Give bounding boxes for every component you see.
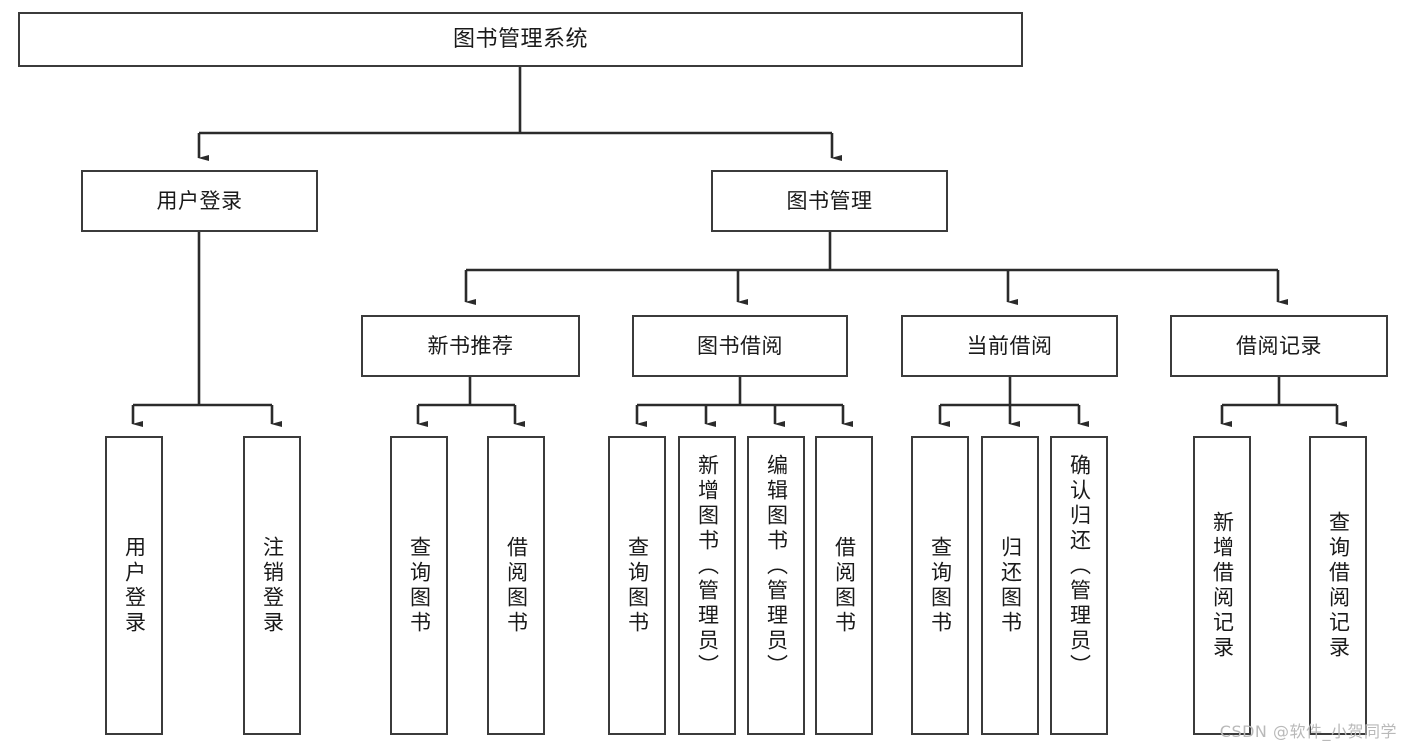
- node-label: 确认归还（管理员）: [1067, 454, 1092, 679]
- node-label: 图书管理: [786, 188, 873, 213]
- borrow-record-leaf-connectors: [1220, 377, 1347, 427]
- node-current-borrowing[interactable]: 当前借阅: [901, 315, 1118, 377]
- node-label: 归还图书: [998, 535, 1023, 636]
- leaf-return-book[interactable]: 归还图书: [981, 436, 1039, 735]
- leaf-query-book-borrow[interactable]: 查询图书: [608, 436, 666, 735]
- node-user-login[interactable]: 用户登录: [81, 170, 318, 232]
- leaf-query-book-current[interactable]: 查询图书: [911, 436, 969, 735]
- leaf-add-borrow-record[interactable]: 新增借阅记录: [1193, 436, 1251, 735]
- node-label: 借阅图书: [504, 535, 529, 636]
- node-label: 查询图书: [407, 535, 432, 636]
- leaf-edit-book-admin[interactable]: 编辑图书（管理员）: [747, 436, 805, 735]
- node-new-book-recommendation[interactable]: 新书推荐: [361, 315, 580, 377]
- node-label: 借阅图书: [832, 535, 857, 636]
- leaf-query-borrow-record[interactable]: 查询借阅记录: [1309, 436, 1367, 735]
- new-book-leaf-connectors: [416, 377, 525, 427]
- node-label: 当前借阅: [966, 333, 1053, 358]
- node-book-management[interactable]: 图书管理: [711, 170, 948, 232]
- node-label: 查询图书: [625, 535, 650, 636]
- node-label: 用户登录: [122, 535, 147, 636]
- root-to-level2-connectors: [197, 67, 842, 161]
- node-label: 图书借阅: [697, 333, 783, 358]
- node-label: 用户登录: [156, 188, 243, 213]
- book-manage-to-level3-connectors: [464, 232, 1288, 305]
- user-login-leaf-connectors: [131, 232, 282, 427]
- node-label: 新增借阅记录: [1210, 510, 1235, 661]
- node-label: 编辑图书（管理员）: [764, 454, 789, 679]
- book-borrow-leaf-connectors: [635, 377, 853, 427]
- node-root-book-management-system[interactable]: 图书管理系统: [18, 12, 1023, 67]
- leaf-confirm-return-admin[interactable]: 确认归还（管理员）: [1050, 436, 1108, 735]
- leaf-query-book-recommend[interactable]: 查询图书: [390, 436, 448, 735]
- node-borrowing-record[interactable]: 借阅记录: [1170, 315, 1388, 377]
- leaf-logout[interactable]: 注销登录: [243, 436, 301, 735]
- node-label: 借阅记录: [1236, 333, 1322, 358]
- leaf-borrow-book[interactable]: 借阅图书: [815, 436, 873, 735]
- node-label: 查询图书: [928, 535, 953, 636]
- node-label: 新书推荐: [427, 333, 514, 358]
- leaf-add-book-admin[interactable]: 新增图书（管理员）: [678, 436, 736, 735]
- leaf-borrow-book-recommend[interactable]: 借阅图书: [487, 436, 545, 735]
- node-book-borrowing[interactable]: 图书借阅: [632, 315, 848, 377]
- leaf-user-login[interactable]: 用户登录: [105, 436, 163, 735]
- node-label: 注销登录: [260, 535, 285, 636]
- node-label: 新增图书（管理员）: [695, 454, 720, 679]
- current-borrow-leaf-connectors: [938, 377, 1089, 427]
- node-label: 查询借阅记录: [1326, 510, 1351, 661]
- node-label: 图书管理系统: [452, 26, 588, 52]
- watermark-text: CSDN @软件_小贺同学: [1219, 722, 1397, 741]
